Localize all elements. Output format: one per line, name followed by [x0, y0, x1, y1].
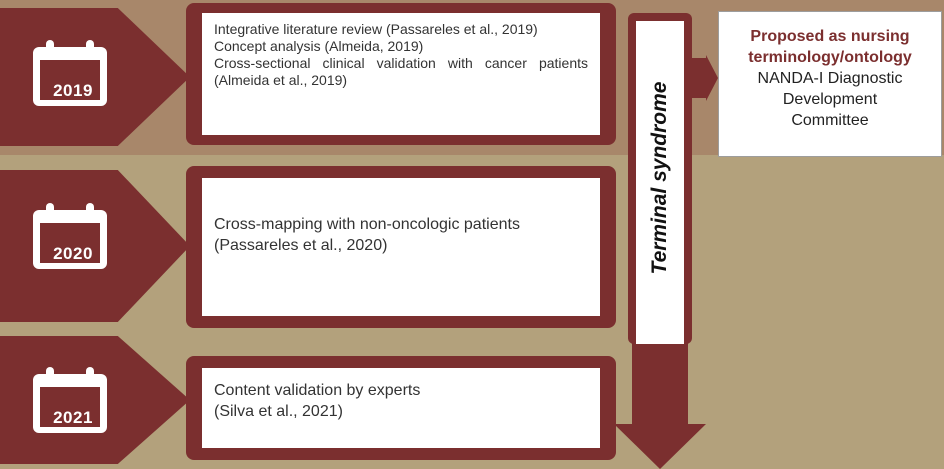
- down-arrow-icon: [614, 338, 706, 469]
- terminal-syndrome-bar-inner: [636, 21, 684, 344]
- year-2019-label: 2019: [53, 81, 93, 100]
- result-title-line2: terminology/ontology: [748, 49, 912, 66]
- calendar-icon: [33, 40, 107, 106]
- right-arrow-icon: [690, 55, 718, 101]
- entry-content-validation-ref: (Silva et al., 2021): [214, 403, 343, 420]
- calendar-icon: [33, 203, 107, 269]
- entry-literature-review: Integrative literature review (Passarele…: [214, 21, 538, 37]
- year-2019-box: Integrative literature review (Passarele…: [186, 3, 616, 145]
- entry-cross-mapping: Cross-mapping with non-oncologic patient…: [214, 216, 520, 233]
- year-2021-text-panel: Content validation by experts (Silva et …: [202, 368, 600, 448]
- year-2019-text-panel: Integrative literature review (Passarele…: [202, 13, 600, 135]
- year-2020-text-panel: Cross-mapping with non-oncologic patient…: [202, 178, 600, 316]
- year-2020-box: Cross-mapping with non-oncologic patient…: [186, 166, 616, 328]
- entry-clinical-validation: Cross-sectional clinical validation with…: [214, 55, 588, 88]
- entry-content-validation: Content validation by experts: [214, 382, 421, 399]
- result-title-line1: Proposed as nursing: [750, 28, 910, 45]
- terminal-syndrome-bar: Terminal syndrome: [628, 13, 692, 344]
- result-body-line3: Committee: [791, 112, 869, 129]
- entry-cross-mapping-ref: (Passareles et al., 2020): [214, 237, 388, 254]
- entry-concept-analysis: Concept analysis (Almeida, 2019): [214, 38, 424, 54]
- result-box: Proposed as nursing terminology/ontology…: [718, 11, 942, 157]
- year-2020-label: 2020: [53, 244, 93, 263]
- year-2021-box: Content validation by experts (Silva et …: [186, 356, 616, 460]
- calendar-icon: [33, 367, 107, 433]
- result-body-line1: NANDA-I Diagnostic: [757, 70, 903, 87]
- result-body-line2: Development: [782, 91, 878, 108]
- year-2021-label: 2021: [53, 408, 93, 427]
- terminal-syndrome-label: Terminal syndrome: [648, 81, 671, 275]
